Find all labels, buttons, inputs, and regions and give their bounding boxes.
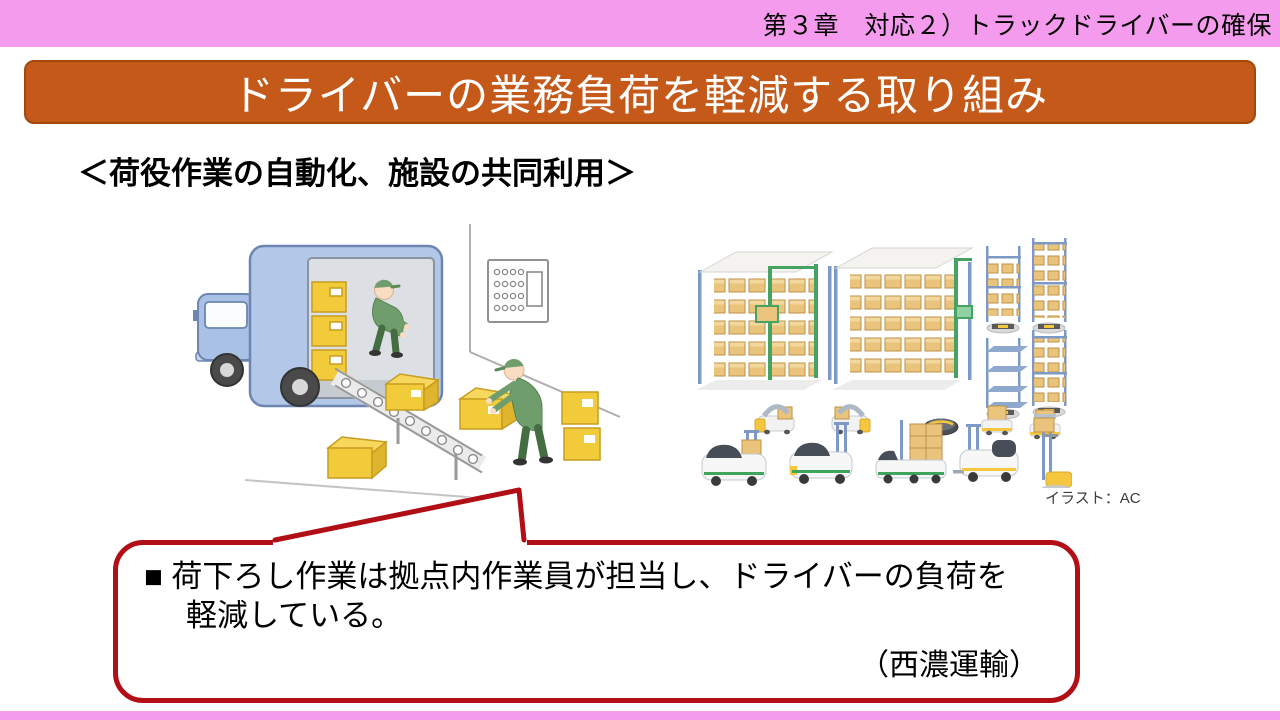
section-subtitle: ＜荷役作業の自動化、施設の共同利用＞ [78,156,636,191]
box-on-conveyor [384,373,440,412]
box-on-floor [326,436,388,480]
slide-title: ドライバーの業務負荷を軽減する取り組み [231,71,1049,119]
callout-attribution: （西濃運輸） [859,649,1039,682]
worker-receiving [486,358,553,466]
slide-title-bar: ドライバーの業務負荷を軽減する取り組み [24,60,1256,124]
big-rack-2 [832,247,974,390]
warehouse-automation-svg [696,238,1073,493]
agv-forklift-3 [953,424,1019,482]
callout-bubble: ■ 荷下ろし作業は拠点内作業員が担当し、ドライバーの負荷を 軽減している。 （西… [113,540,1080,703]
small-rack-1 [986,246,1021,334]
chapter-header-bar: 第３章 対応２）トラックドライバーの確保 [0,0,1280,47]
callout-text-line2: 軽減している。 [186,598,403,633]
callout-text-line1: ■ 荷下ろし作業は拠点内作業員が担当し、ドライバーの負荷を [144,559,1008,594]
big-rack-1 [696,251,834,390]
boxes-in-truck [311,281,347,381]
small-rack-4 [1032,330,1067,418]
footer-accent-bar [0,711,1280,720]
warehouse-automation-illustration [694,230,1073,493]
box-being-lifted [458,387,520,431]
tugger-robot-2 [831,404,871,435]
worker-in-truck [369,279,410,358]
truck-unloading-illustration [170,222,621,499]
agv-forklift-1 [701,430,767,486]
illustration-credit: イラスト：AC [1045,490,1141,507]
small-rack-2 [1032,238,1067,334]
roller-conveyor [330,367,487,480]
truck-unloading-svg [193,224,621,499]
callout-tail [272,487,527,556]
control-panel [487,259,549,323]
carrier-robot-1 [981,405,1013,436]
tugger-robot-1 [754,404,795,435]
agv-platform-truck [875,420,947,484]
agv-forklift-2 [789,422,853,484]
box-stack-right [561,391,601,461]
chapter-label: 第３章 対応２）トラックドライバーの確保 [762,11,1272,40]
pallet-stacker [1033,414,1073,493]
